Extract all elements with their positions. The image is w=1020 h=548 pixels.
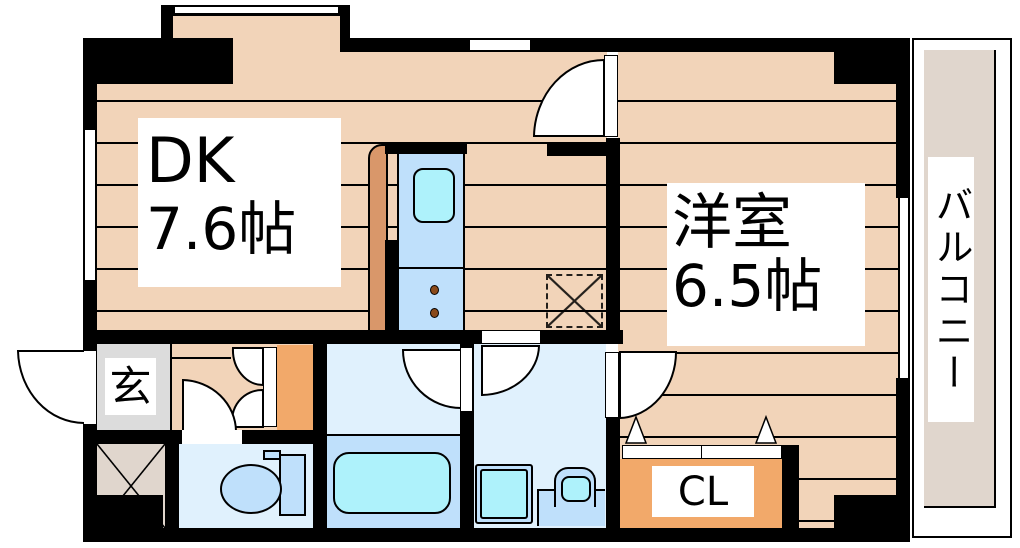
wall-dk-bottom [83,330,623,344]
dk-window [83,130,97,280]
top-vent [470,38,530,52]
wall-partition [606,415,620,535]
wall-top [340,38,470,52]
washroom-to-room-door-swing[interactable] [618,350,680,420]
top-window [173,5,340,15]
western-room-size: 6.5帖 [672,252,823,320]
wall-closet [782,445,799,535]
washing-machine-door [480,469,528,519]
washbasin-bowl-icon [561,476,591,502]
closet-door-arrows [624,414,778,444]
balcony [912,38,1012,538]
washing-machine-icon [475,464,533,524]
dk-label: DK 7.6帖 [138,118,341,287]
floor-line [171,357,231,359]
stove-burner-icon [430,308,439,318]
washroom-door-leaf [481,330,541,344]
dk-room-size: 7.6帖 [146,195,297,263]
wall-partition-stub [547,142,609,156]
wall-corner-se [834,495,910,540]
wall-storage [97,495,163,528]
western-room-name: 洋室 [672,188,792,258]
bathtub-icon [333,452,451,514]
wall-partition [606,138,620,343]
stove-burner-icon [430,285,439,295]
wall-hall [170,344,172,430]
entrance-label: 玄 [105,358,156,415]
toilet-bowl-icon [220,464,282,514]
kitchen-counter [368,144,388,332]
counter-divider [399,267,465,269]
door-divider [701,446,702,458]
entrance-door-swing[interactable] [16,349,86,429]
wall-left [83,425,97,542]
balcony-window [898,198,910,378]
wall-bottom [83,528,910,542]
entrance-label-text: 玄 [109,361,152,411]
wall-top [530,38,910,52]
toilet-room [179,444,313,528]
dk-room-name: DK [146,124,235,197]
balcony-label: バルコニー [928,157,974,422]
washroom-door-leaf-2 [605,352,619,418]
door-swing-dk[interactable] [532,58,612,138]
wall-storage [165,444,179,534]
closet-door-leaf [263,347,277,427]
wall-left [83,38,97,130]
toilet-door-swing[interactable] [181,378,251,433]
toilet-tank-icon [279,454,306,516]
balcony-label-text: バルコニー [929,184,973,395]
wall-top [83,38,233,84]
bath-door-swing[interactable] [401,348,463,410]
fridge-space-icon [546,274,603,328]
toilet-lid-icon [263,450,281,460]
bath-door-leaf [460,347,473,412]
wall-kitchen [385,142,467,154]
closet-label: CL [652,466,754,517]
wall [340,5,350,50]
door-opening [182,430,242,444]
washroom-door-swing[interactable] [480,344,542,399]
closet-label-text: CL [677,468,729,515]
wall-kitchen [385,240,399,332]
kitchen-unit [397,154,465,332]
bathtub-area [327,434,460,528]
shoe-closet [277,345,313,430]
wall-right [896,38,910,198]
sink-icon [413,168,455,223]
closet-sliding-doors[interactable] [622,445,782,459]
western-label: 洋室 6.5帖 [667,183,865,346]
